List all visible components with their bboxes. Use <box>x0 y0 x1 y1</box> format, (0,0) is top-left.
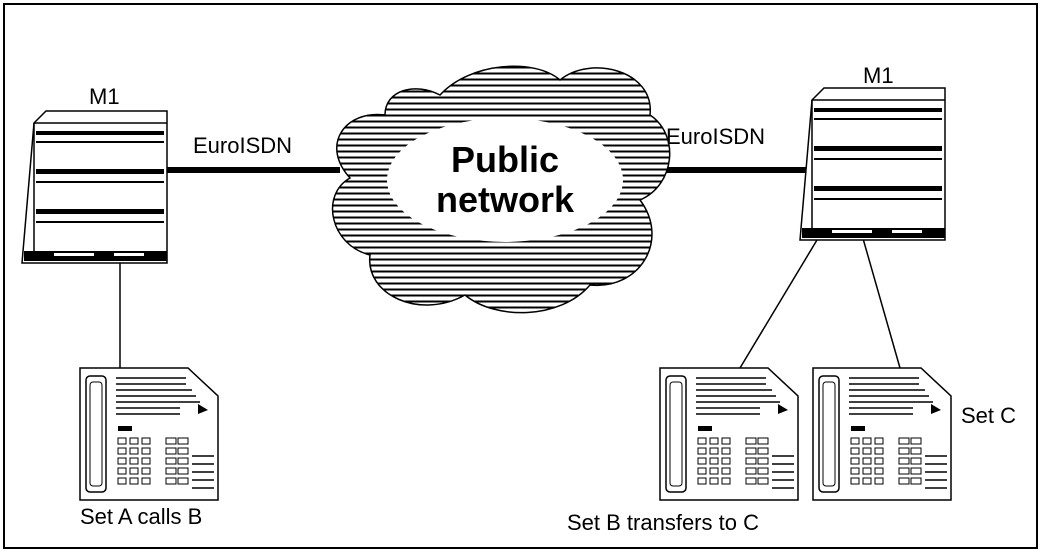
set-a-phone <box>79 367 219 501</box>
set-c-label: Set C <box>961 403 1017 428</box>
set-c-phone <box>812 367 952 501</box>
left-link-label: EuroISDN <box>193 133 293 158</box>
set-b-phone <box>659 367 799 501</box>
set-c-wire <box>861 234 901 369</box>
right-m1-switch <box>799 87 946 241</box>
left-m1-switch <box>21 110 168 264</box>
diagram-frame <box>3 3 1038 549</box>
right-switch-label: M1 <box>863 63 894 88</box>
cloud-label-line1: Public <box>450 139 560 180</box>
left-switch-label: M1 <box>89 84 120 109</box>
cloud-label-line2: network <box>435 179 575 220</box>
cloud-text-backdrop <box>387 118 623 242</box>
right-link-label: EuroISDN <box>666 124 766 149</box>
set-b-wire <box>739 234 821 369</box>
set-a-label: Set A calls B <box>80 504 203 529</box>
set-b-label: Set B transfers to C <box>567 510 759 535</box>
